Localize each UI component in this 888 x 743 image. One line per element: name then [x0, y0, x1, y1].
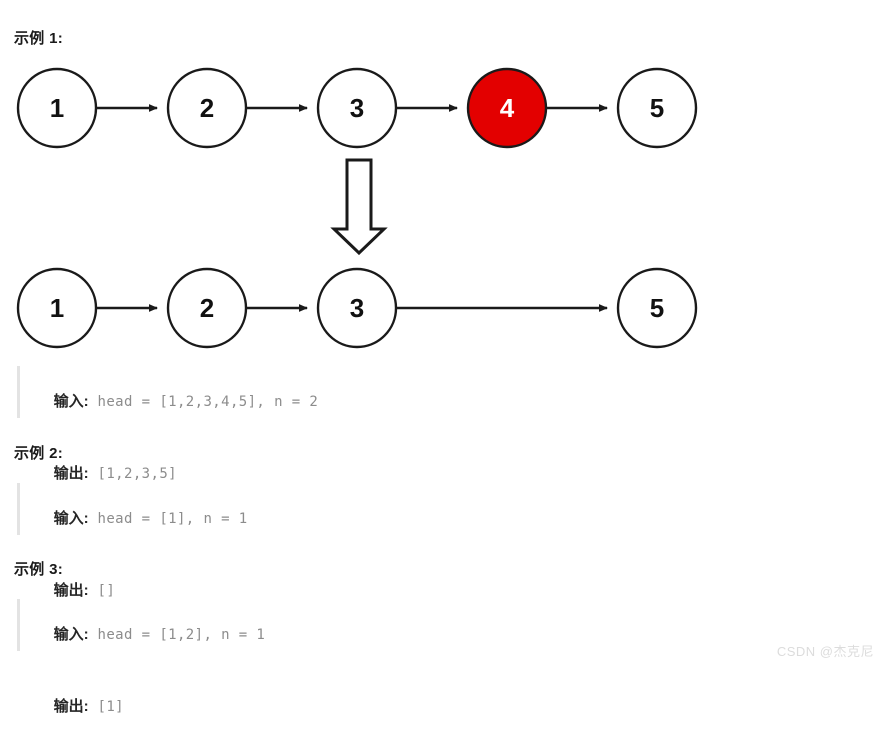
node-label: 3	[350, 293, 364, 323]
csdn-watermark: CSDN @杰克尼	[776, 644, 874, 659]
node-circle	[316, 67, 398, 149]
node-after-2: 2	[166, 267, 248, 349]
output-value: [1]	[97, 699, 125, 715]
output-value: [1,2,3,5]	[97, 466, 177, 482]
linked-list-diagram: 1 2 3 4 5	[0, 55, 760, 360]
input-value: head = [1], n = 1	[97, 511, 248, 527]
example-3-heading: 示例 3:	[14, 561, 64, 578]
node-circle	[16, 67, 98, 149]
node-before-2: 2	[166, 67, 248, 149]
list-row-before: 1 2 3 4 5	[16, 67, 698, 149]
example-3-output-line: 输出: [1]	[37, 671, 265, 743]
node-label: 4	[500, 93, 515, 123]
node-circle	[316, 267, 398, 349]
node-label: 1	[50, 293, 64, 323]
example-1-heading: 示例 1:	[14, 30, 64, 47]
output-label: 输出:	[53, 465, 89, 482]
linked-list-svg: 1 2 3 4 5	[16, 67, 698, 349]
node-circle	[166, 267, 248, 349]
node-label: 1	[50, 93, 64, 123]
example-3-code-block: 输入: head = [1,2], n = 1 输出: [1]	[17, 599, 265, 715]
node-circle-highlight	[466, 67, 548, 149]
down-block-arrow-icon	[330, 158, 388, 256]
node-label: 2	[200, 293, 214, 323]
example-1-code-block: 输入: head = [1,2,3,4,5], n = 2 输出: [1,2,3…	[17, 366, 318, 482]
input-value: head = [1,2,3,4,5], n = 2	[97, 394, 319, 410]
input-label: 输入:	[53, 626, 89, 643]
example-1-input-line: 输入: head = [1,2,3,4,5], n = 2	[37, 366, 318, 438]
node-label: 5	[650, 93, 664, 123]
node-before-3: 3	[316, 67, 398, 149]
node-before-5: 5	[616, 67, 698, 149]
output-value: []	[97, 583, 116, 599]
node-after-1: 1	[16, 267, 98, 349]
down-arrow-shape	[330, 158, 388, 256]
output-label: 输出:	[53, 582, 89, 599]
example-2-output-line: 输出: []	[37, 555, 248, 627]
input-label: 输入:	[53, 393, 89, 410]
node-after-5: 5	[616, 267, 698, 349]
example-2-input-line: 输入: head = [1], n = 1	[37, 483, 248, 555]
node-circle	[16, 267, 98, 349]
example-1-output-line: 输出: [1,2,3,5]	[37, 438, 318, 510]
node-label: 3	[350, 93, 364, 123]
output-label: 输出:	[53, 698, 89, 715]
node-circle	[616, 267, 698, 349]
input-label: 输入:	[53, 510, 89, 527]
node-before-1: 1	[16, 67, 98, 149]
example-3-input-line: 输入: head = [1,2], n = 1	[37, 599, 265, 671]
node-circle	[616, 67, 698, 149]
list-row-after: 1 2 3 5	[16, 267, 698, 349]
node-label: 5	[650, 293, 664, 323]
example-2-code-block: 输入: head = [1], n = 1 输出: []	[17, 483, 248, 599]
node-before-4-highlighted: 4	[466, 67, 548, 149]
node-circle	[166, 67, 248, 149]
example-2-heading: 示例 2:	[14, 445, 64, 462]
node-label: 2	[200, 93, 214, 123]
node-after-3: 3	[316, 267, 398, 349]
input-value: head = [1,2], n = 1	[97, 627, 266, 643]
